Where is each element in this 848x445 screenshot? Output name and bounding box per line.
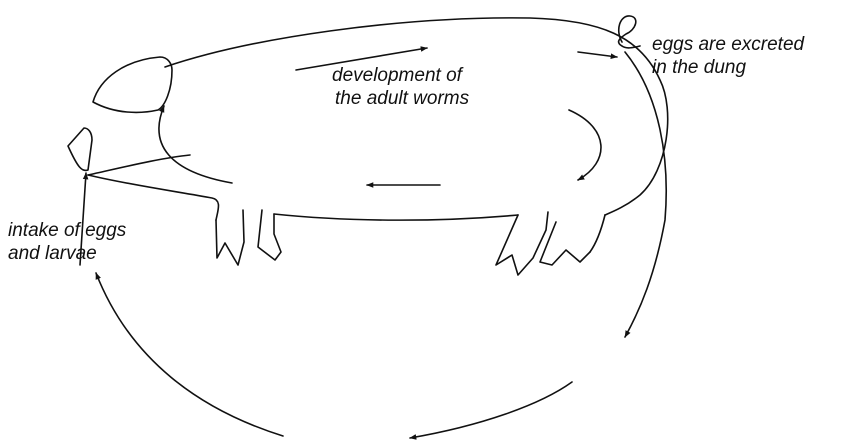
cycle-arrow-excretion [624, 51, 667, 338]
cycle-arrow-ground [409, 381, 573, 440]
development-label-line2: the adult worms [335, 88, 470, 109]
intake-label-line1: intake of eggs [8, 220, 127, 241]
intake-label-line2: and larvae [8, 243, 97, 264]
pig-belly-outline [273, 213, 519, 221]
pig-hind-leg-left [495, 211, 549, 276]
development-arrow-tail [577, 51, 618, 59]
pig-hind-leg-right [539, 221, 591, 266]
development-label: development of the adult worms [332, 64, 469, 110]
development-arrow-curve-left [158, 105, 233, 184]
cycle-arrow-intake [79, 172, 89, 266]
pig-rump-outline [589, 214, 606, 253]
development-arrow-curve-right [568, 109, 602, 181]
pig-ear [92, 56, 173, 114]
pig-front-leg-right [257, 209, 282, 261]
excretion-label-line1: eggs are excreted [652, 34, 805, 55]
pig-chest-outline [87, 174, 220, 221]
pig-snout-outline [67, 127, 93, 172]
pig-tail [617, 15, 641, 49]
intake-label: intake of eggs and larvae [8, 219, 126, 265]
excretion-label-line2: in the dung [652, 57, 747, 78]
excretion-label: eggs are excreted in the dung [652, 33, 804, 79]
pig-front-leg-left [215, 209, 245, 266]
cycle-arrow-return [95, 272, 284, 437]
pig-face-outline [87, 154, 191, 176]
development-label-line1: development of [332, 65, 462, 86]
pig-back-outline [164, 17, 669, 216]
development-arrow-top [295, 46, 428, 71]
